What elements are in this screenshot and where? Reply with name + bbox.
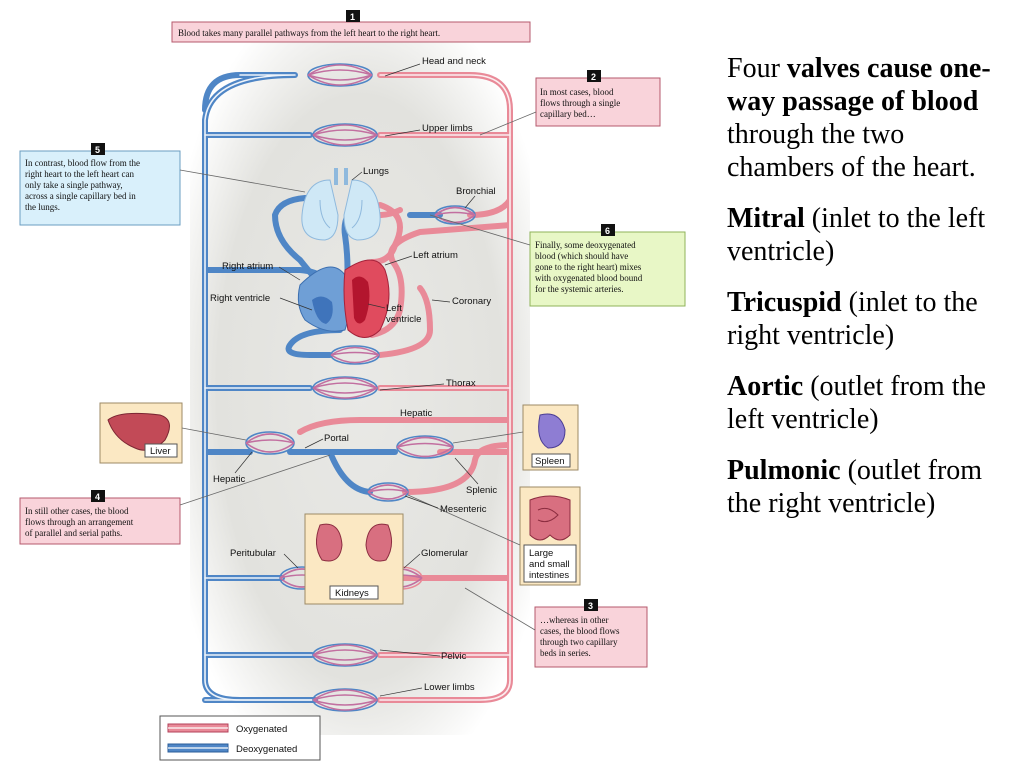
callout-3-number: 3 [588, 601, 593, 611]
callout-4: 4 In still other cases, the blood flows … [19, 454, 331, 545]
callout-5-number: 5 [95, 145, 100, 155]
label-hepatic-top: Hepatic [400, 408, 432, 419]
callout-6: 6 Finally, some deoxygenated blood (whic… [429, 214, 686, 307]
capillary-bed-head-neck [307, 63, 373, 87]
callout-2: 2 In most cases, blood flows through a s… [479, 70, 661, 136]
label-upper-limbs: Upper limbs [422, 123, 473, 134]
liver-label: Liver [150, 446, 171, 457]
callout-3: 3 …whereas in other cases, the blood flo… [464, 587, 648, 668]
callout-4-line-3: of parallel and serial paths. [25, 528, 122, 538]
intestines-label-1: Large [529, 548, 553, 559]
label-lower-limbs: Lower limbs [424, 682, 475, 693]
intestines-box: Large and small intestines [407, 486, 581, 586]
callout-5: 5 In contrast, blood flow from the right… [19, 143, 306, 226]
liver-box: Liver [99, 402, 247, 464]
callout-1: 1 Blood takes many parallel pathways fro… [171, 10, 531, 43]
label-mesenteric: Mesenteric [440, 504, 487, 515]
vessel-labels: Head and neck Upper limbs Lungs Bronchia… [210, 56, 497, 697]
label-head-neck: Head and neck [422, 56, 486, 67]
tricuspid-item: Tricuspid (inlet to the right ventricle) [727, 286, 1017, 352]
label-left-atrium: Left atrium [413, 250, 458, 261]
label-hepatic-left: Hepatic [213, 474, 245, 485]
callout-4-number: 4 [95, 492, 100, 502]
callout-4-line-2: flows through an arrangement [25, 517, 134, 527]
callout-4-line-1: In still other cases, the blood [25, 506, 129, 516]
mitral-desc: (inlet to the left ventricle) [727, 203, 986, 267]
pulmonic-label: Pulmonic [727, 455, 841, 486]
callout-5-line-5: the lungs. [25, 202, 60, 212]
intestines-label-3: intestines [529, 570, 569, 581]
capillary-bed-upper-limbs [312, 123, 378, 147]
label-right-atrium: Right atrium [222, 261, 273, 272]
valves-intro: Four valves cause one-way passage of blo… [727, 52, 1017, 184]
callout-6-line-1: Finally, some deoxygenated [535, 240, 636, 250]
callout-5-line-2: right heart to the left heart can [25, 169, 134, 179]
legend-deoxygenated: Deoxygenated [236, 744, 297, 755]
callout-6-line-5: for the systemic arteries. [535, 284, 623, 294]
label-pelvic: Pelvic [441, 651, 467, 662]
label-lungs: Lungs [363, 166, 389, 177]
aortic-desc: (outlet from the left ventricle) [727, 371, 986, 435]
callout-6-line-4: with oxygenated blood bound [535, 273, 643, 283]
label-peritubular: Peritubular [230, 548, 276, 559]
callout-2-number: 2 [591, 72, 596, 82]
label-splenic: Splenic [466, 485, 497, 496]
callout-2-line-1: In most cases, blood [540, 87, 614, 97]
callout-2-line-2: flows through a single [540, 98, 620, 108]
slide-text-panel: Four valves cause one-way passage of blo… [727, 52, 1017, 538]
aortic-item: Aortic (outlet from the left ventricle) [727, 370, 1017, 436]
callout-3-line-1: …whereas in other [540, 615, 608, 625]
capillary-bed-mesenteric [367, 482, 409, 502]
callout-6-line-2: blood (which should have [535, 251, 628, 261]
aortic-label: Aortic [727, 371, 804, 402]
legend-oxygenated: Oxygenated [236, 724, 287, 735]
tricuspid-desc: (inlet to the right ventricle) [727, 287, 978, 351]
valves-intro-bold: valves cause one-way passage of blood [727, 53, 991, 117]
callout-3-line-2: cases, the blood flows [540, 626, 620, 636]
label-thorax: Thorax [446, 378, 476, 389]
callout-1-line-1: Blood takes many parallel pathways from … [178, 28, 440, 38]
spleen-label: Spleen [535, 456, 565, 467]
capillary-bed-thorax [312, 376, 378, 400]
label-right-ventricle: Right ventricle [210, 293, 270, 304]
capillary-bed-pelvic [312, 643, 378, 667]
callout-5-line-4: across a single capillary bed in [25, 191, 136, 201]
circulation-diagram: Liver Spleen Large and small intestines … [19, 10, 686, 761]
kidneys-box: Kidneys [304, 513, 404, 605]
callout-5-line-1: In contrast, blood flow from the [25, 158, 140, 168]
spleen-box: Spleen [452, 404, 579, 471]
tricuspid-label: Tricuspid [727, 287, 842, 318]
callout-3-line-3: through two capillary [540, 637, 618, 647]
legend: Oxygenated Deoxygenated [159, 715, 321, 761]
label-coronary: Coronary [452, 296, 491, 307]
callout-6-line-3: gone to the right heart) mixes [535, 262, 642, 272]
capillary-bed-coronary [330, 345, 380, 365]
callout-3-line-4: beds in series. [540, 648, 591, 658]
kidneys-label: Kidneys [335, 588, 369, 599]
capillary-bed-lower-limbs [312, 688, 378, 712]
intestines-label-2: and small [529, 559, 570, 570]
capillary-bed-hepatic [245, 431, 295, 455]
capillary-bed-splenic [396, 435, 454, 459]
label-bronchial: Bronchial [456, 186, 496, 197]
mitral-label: Mitral [727, 203, 805, 234]
mitral-item: Mitral (inlet to the left ventricle) [727, 202, 1017, 268]
callout-2-line-3: capillary bed… [540, 109, 596, 119]
valves-intro-post: through the two chambers of the heart. [727, 119, 976, 183]
label-portal: Portal [324, 433, 349, 444]
label-glomerular: Glomerular [421, 548, 468, 559]
label-left-ventricle-2: ventricle [386, 314, 421, 325]
label-left-ventricle-1: Left [386, 303, 402, 314]
callout-1-number: 1 [350, 12, 355, 22]
heart-illustration [297, 259, 390, 338]
valves-intro-pre: Four [727, 53, 787, 84]
pulmonic-item: Pulmonic (outlet from the right ventricl… [727, 454, 1017, 520]
callout-6-number: 6 [605, 226, 610, 236]
lungs-illustration [301, 168, 381, 241]
pulmonic-desc: (outlet from the right ventricle) [727, 455, 983, 519]
callout-5-line-3: only take a single pathway, [25, 180, 123, 190]
